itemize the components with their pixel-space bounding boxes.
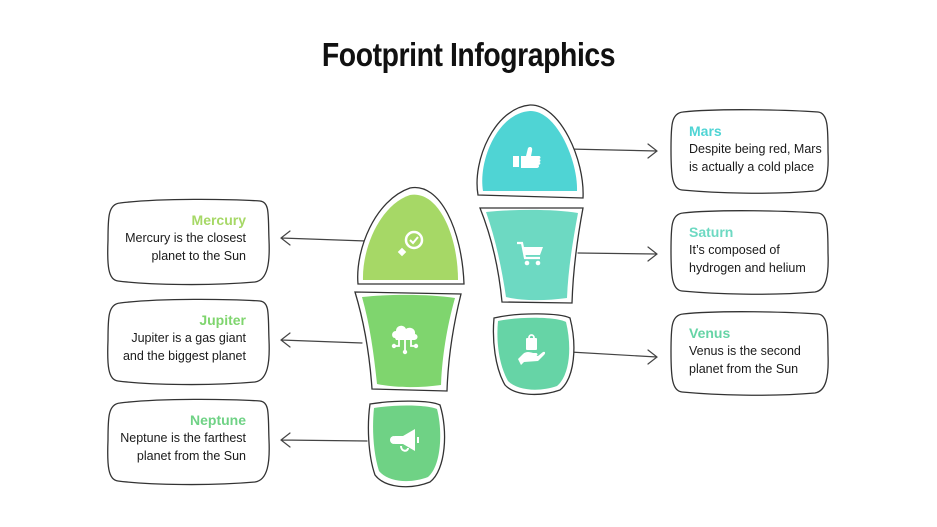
left-footprint [354,186,465,488]
arrow-mars [567,143,658,159]
arrow-jupiter [280,332,363,348]
card-outline-mercury [107,198,270,286]
card-venus: Venus Venus is the second planet from th… [671,314,829,396]
card-description: Venus is the second planet from the Sun [689,344,801,376]
card-outline-jupiter [107,298,270,386]
card-title: Mars [689,123,722,139]
arrow-mercury [280,230,367,246]
card-description: Jupiter is a gas giant and the biggest p… [122,331,246,363]
card-description: Mercury is the closest planet to the Sun [125,231,246,263]
card-saturn: Saturn It’s composed of hydrogen and hel… [671,213,829,295]
card-title: Mercury [191,212,246,228]
cloud-network-icon [391,325,419,355]
card-outline-venus [670,311,829,396]
card-mars: Mars Despite being red, Mars is actually… [671,112,829,194]
arrow-saturn [577,246,658,262]
hand-holding-bag-icon [518,334,546,365]
megaphone-icon [390,429,419,452]
page-title: Footprint Infographics [321,36,616,73]
card-outline-saturn [670,210,829,295]
card-description: It’s composed of hydrogen and helium [689,243,806,275]
shopping-cart-icon [517,241,543,266]
card-outline-mars [670,109,829,194]
card-description: Neptune is the farthest planet from the … [120,431,246,463]
card-jupiter: Jupiter Jupiter is a gas giant and the b… [108,301,266,383]
card-neptune: Neptune Neptune is the farthest planet f… [108,401,266,483]
card-title: Venus [689,325,731,341]
arrow-venus [569,349,658,365]
card-description: Despite being red, Mars is actually a co… [689,142,822,174]
card-title: Neptune [190,412,246,428]
card-outline-neptune [107,398,270,486]
thumbs-up-icon [513,147,541,168]
card-mercury: Mercury Mercury is the closest planet to… [108,201,266,283]
arrow-neptune [280,432,368,448]
card-title: Jupiter [199,312,246,328]
magnifier-check-icon [397,230,424,257]
card-title: Saturn [689,224,734,240]
